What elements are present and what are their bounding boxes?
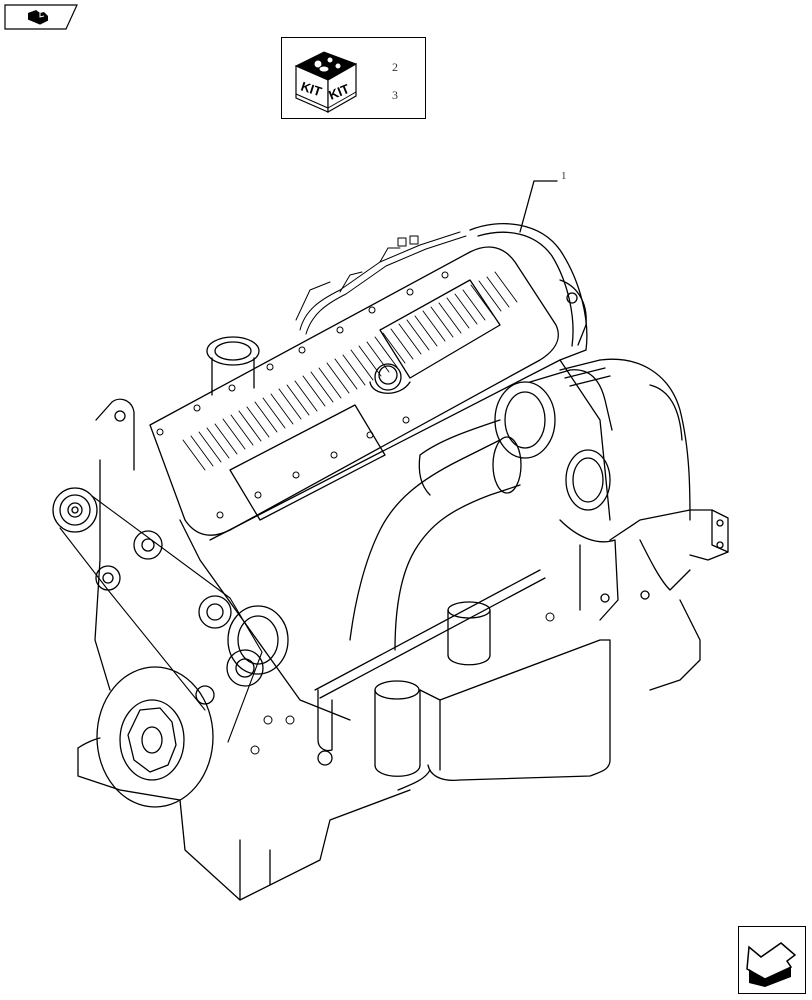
alternator [227,605,289,675]
coolant-pipe [314,569,546,766]
valve-cover [149,246,559,536]
intake-pipe [349,419,522,651]
rear-mount [649,599,701,691]
oil-filter-1 [374,680,421,777]
filler-neck [206,336,260,396]
exhaust-bracket [600,509,729,603]
fuel-lines [295,231,467,335]
callout-number-1: 1 [561,170,567,182]
book-tab-icon [4,4,78,30]
next-page-button[interactable] [738,926,806,994]
turbocharger [494,358,691,521]
kit-reference-box: KIT KIT 2 3 [281,37,426,119]
exhaust-downpipe [559,509,691,621]
arrow-left-down-icon [746,942,797,987]
reference-number-2: 2 [392,60,398,74]
kit-box-icon: KIT KIT [294,51,358,114]
fasteners [156,271,555,755]
flywheel-housing [469,222,588,361]
drive-belt [59,495,263,743]
catalog-nav-tab[interactable] [4,4,78,30]
svg-text:KIT: KIT [299,79,324,100]
front-pulleys [52,487,264,705]
engine-block [77,359,611,901]
svg-text:KIT: KIT [327,81,352,103]
oil-pan [397,639,611,791]
callout-1-leader [519,180,558,233]
lifting-eye-front [95,398,135,471]
reference-number-3: 3 [392,88,398,102]
crankshaft-damper [96,666,214,808]
